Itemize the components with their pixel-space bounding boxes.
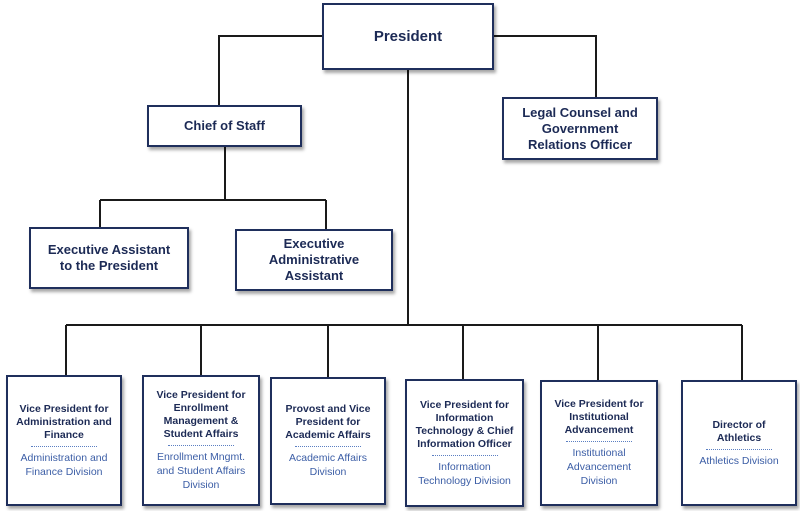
president-box: President [322,3,494,70]
vp-title: Vice President for Information Technolog… [415,398,514,450]
dotted-divider [706,448,772,450]
division-label: Administration and Finance Division [20,451,108,478]
division-label: Enrollment Mngmt. and Student Affairs Di… [156,451,246,491]
vp-title: Provost and Vice President for Academic … [285,403,371,441]
executive-administrative-assistant-title: Executive Administrative Assistant [268,236,360,283]
vp-title: Director of Athletics [712,418,766,444]
dotted-divider [566,441,632,442]
chief-of-staff-title: Chief of Staff [184,118,265,133]
vp-title: Vice President for Enrollment Management… [156,389,246,440]
vp-title: Vice President for Institutional Advance… [554,398,644,436]
vp-title: Vice President for Administration and Fi… [16,402,112,441]
dotted-divider [31,445,97,447]
legal-counsel-title: Legal Counsel and Government Relations O… [522,104,638,152]
division-label: Athletics Division [699,454,779,467]
executive-administrative-assistant-box: Executive Administrative Assistant [235,229,393,291]
executive-assistant-box: Executive Assistant to the President [29,227,189,289]
chief-of-staff-box: Chief of Staff [147,105,302,147]
dotted-divider [295,446,361,447]
division-label: Academic Affairs Division [288,452,367,478]
division-label: Institutional Advancement Division [566,447,632,487]
division-label: Information Technology Division [418,460,511,487]
vp-administration-finance-box: Vice President for Administration and Fi… [6,375,122,506]
vp-enrollment-student-affairs-box: Vice President for Enrollment Management… [142,375,260,506]
legal-counsel-box: Legal Counsel and Government Relations O… [502,97,658,160]
president-title: President [373,27,443,45]
dotted-divider [168,445,234,446]
vp-information-technology-box: Vice President for Information Technolog… [405,379,524,507]
provost-academic-affairs-box: Provost and Vice President for Academic … [270,377,386,505]
director-athletics-box: Director of Athletics Athletics Division [681,380,797,506]
executive-assistant-title: Executive Assistant to the President [47,242,171,273]
dotted-divider [431,454,498,456]
vp-institutional-advancement-box: Vice President for Institutional Advance… [540,380,658,506]
